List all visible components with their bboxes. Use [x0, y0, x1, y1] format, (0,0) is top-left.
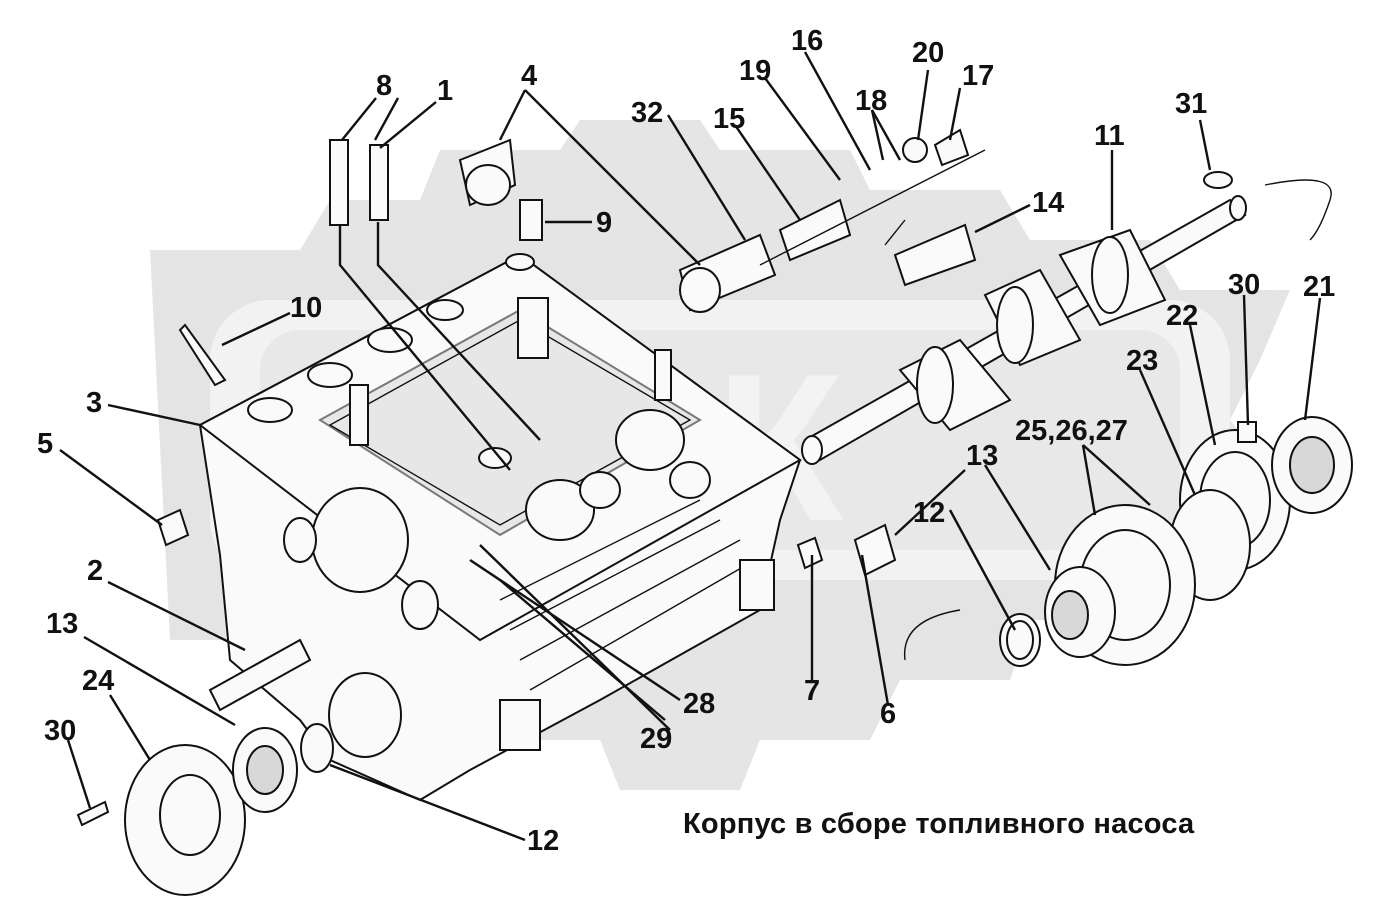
- callout-7: 7: [804, 675, 820, 707]
- callout-22: 22: [1166, 300, 1198, 332]
- stud-8: [329, 139, 349, 226]
- washer-20: [902, 137, 928, 163]
- diagram-caption: Корпус в сборе топливного насоса: [683, 808, 1195, 840]
- valve-15: [778, 198, 852, 262]
- callout-4: 4: [521, 60, 537, 92]
- leader-lines: [59, 51, 1322, 842]
- callout-23: 23: [1126, 345, 1158, 377]
- callout-1: 1: [437, 75, 453, 107]
- spring-10: [178, 323, 227, 387]
- callout-30-right: 30: [1228, 269, 1260, 301]
- callout-3: 3: [86, 387, 102, 419]
- callout-21: 21: [1303, 271, 1335, 303]
- callout-17: 17: [962, 60, 994, 92]
- callout-25-26-27: 25,26,27: [1015, 415, 1128, 447]
- small-parts: [156, 128, 1233, 577]
- callout-12-right: 12: [913, 497, 945, 529]
- callout-30-left: 30: [44, 715, 76, 747]
- callout-9: 9: [596, 207, 612, 239]
- valve-14: [893, 223, 977, 287]
- callout-31: 31: [1175, 88, 1207, 120]
- plug-6: [853, 523, 897, 577]
- pump-housing: [198, 253, 802, 802]
- callout-labels: 1 2 3 4 5 6 7 8 9 10 11 12 12 13 13 14 1…: [37, 25, 1335, 857]
- callout-20: 20: [912, 37, 944, 69]
- sleeve-9: [519, 199, 543, 241]
- key-31: [1203, 171, 1233, 189]
- callout-24: 24: [82, 665, 114, 697]
- callout-2: 2: [87, 555, 103, 587]
- callout-15: 15: [713, 103, 745, 135]
- callout-29: 29: [640, 723, 672, 755]
- callout-10: 10: [290, 292, 322, 324]
- bearing-assembly-right: [903, 179, 1353, 667]
- camshaft: [801, 195, 1247, 465]
- callout-8: 8: [376, 70, 392, 102]
- housing-bores: [247, 253, 711, 758]
- callout-13-right: 13: [966, 440, 998, 472]
- callout-5: 5: [37, 428, 53, 460]
- plug-7: [796, 536, 824, 570]
- callout-6: 6: [880, 698, 896, 730]
- stud-1: [369, 144, 389, 221]
- callout-13-left: 13: [46, 608, 78, 640]
- callout-28: 28: [683, 688, 715, 720]
- callout-32: 32: [631, 97, 663, 129]
- bearing-assembly-left: [76, 638, 334, 896]
- callout-18: 18: [855, 85, 887, 117]
- callout-16: 16: [791, 25, 823, 57]
- housing-ribs: [499, 499, 775, 751]
- callout-19: 19: [739, 55, 771, 87]
- callout-14: 14: [1032, 187, 1064, 219]
- plug-5: [156, 508, 190, 547]
- callout-12-left: 12: [527, 825, 559, 857]
- callout-11: 11: [1094, 120, 1125, 152]
